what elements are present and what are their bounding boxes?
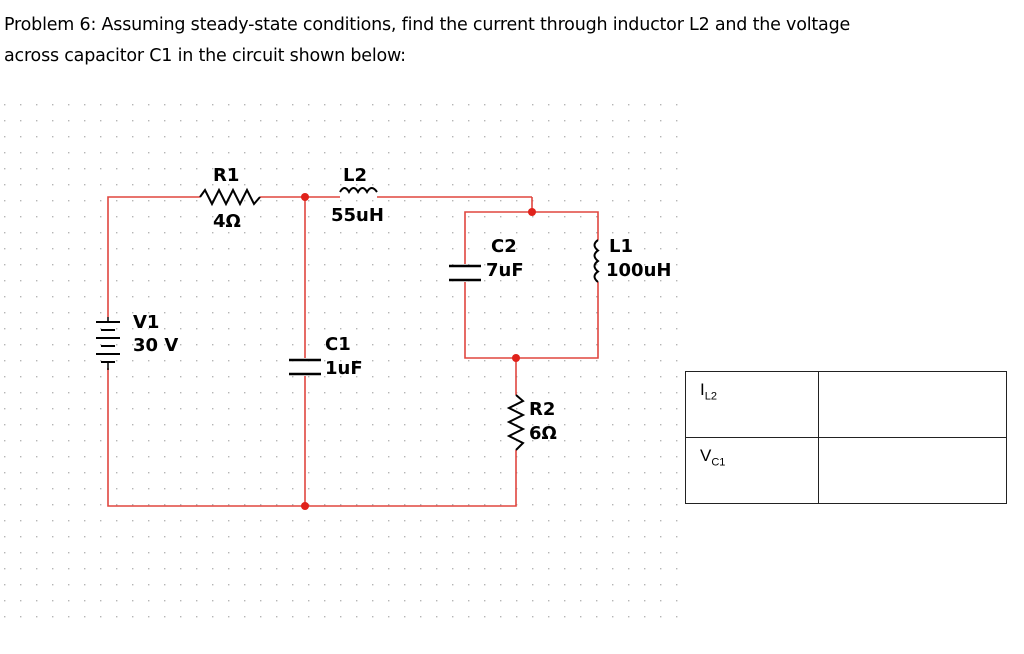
wires [107,196,599,507]
resistor-r2-icon [506,394,526,451]
resistor-r1-icon [199,187,261,207]
v1-value-label: 30 V [133,335,178,356]
vc1-answer-cell[interactable] [818,437,1007,504]
c2-value-label: 7uF [486,260,524,281]
il2-subscript: L2 [704,390,717,403]
inductor-l1-icon [593,239,600,283]
v1-name-label: V1 [133,312,159,333]
c1-value-label: 1uF [325,358,363,379]
capacitor-c1-icon [289,358,321,376]
wire-v1-top-to-r1 [107,196,200,317]
il2-symbol: I [700,380,705,399]
c1-name-label: C1 [325,334,351,355]
capacitor-c2-icon [449,264,481,282]
wire-r2-to-bottom [107,368,517,507]
grid-background [0,90,690,630]
problem-statement: Problem 6: Assuming steady-state conditi… [4,10,1004,72]
problem-line-2: across capacitor C1 in the circuit shown… [4,46,406,66]
il2-answer-cell[interactable] [818,371,1007,438]
junction-node [528,208,536,216]
r1-value-label: 4Ω [213,211,241,232]
l1-value-label: 100uH [606,260,671,281]
il2-label: IL2 [685,371,819,438]
answer-row-vc1: VC1 [685,437,1007,504]
answer-table: IL2 VC1 [685,371,1007,504]
wire-tank-left-bottom [464,282,599,359]
vc1-label: VC1 [685,437,819,504]
inductor-l2-icon [339,187,378,195]
r2-name-label: R2 [529,399,555,420]
junction-node [301,502,309,510]
c2-name-label: C2 [491,236,517,257]
l2-value-label: 55uH [331,205,384,226]
l1-name-label: L1 [609,236,633,257]
junction-node [512,354,520,362]
answer-row-il2: IL2 [685,371,1007,438]
wire-tank-top [464,197,533,264]
battery-v1-icon [96,317,120,370]
r1-name-label: R1 [213,165,239,186]
junction-node [301,193,309,201]
r2-value-label: 6Ω [529,423,557,444]
problem-line-1: Problem 6: Assuming steady-state conditi… [4,15,851,35]
l2-name-label: L2 [343,165,367,186]
vc1-subscript: C1 [711,456,726,469]
wire-tank-top-right [532,211,599,240]
vc1-symbol: V [700,446,712,465]
